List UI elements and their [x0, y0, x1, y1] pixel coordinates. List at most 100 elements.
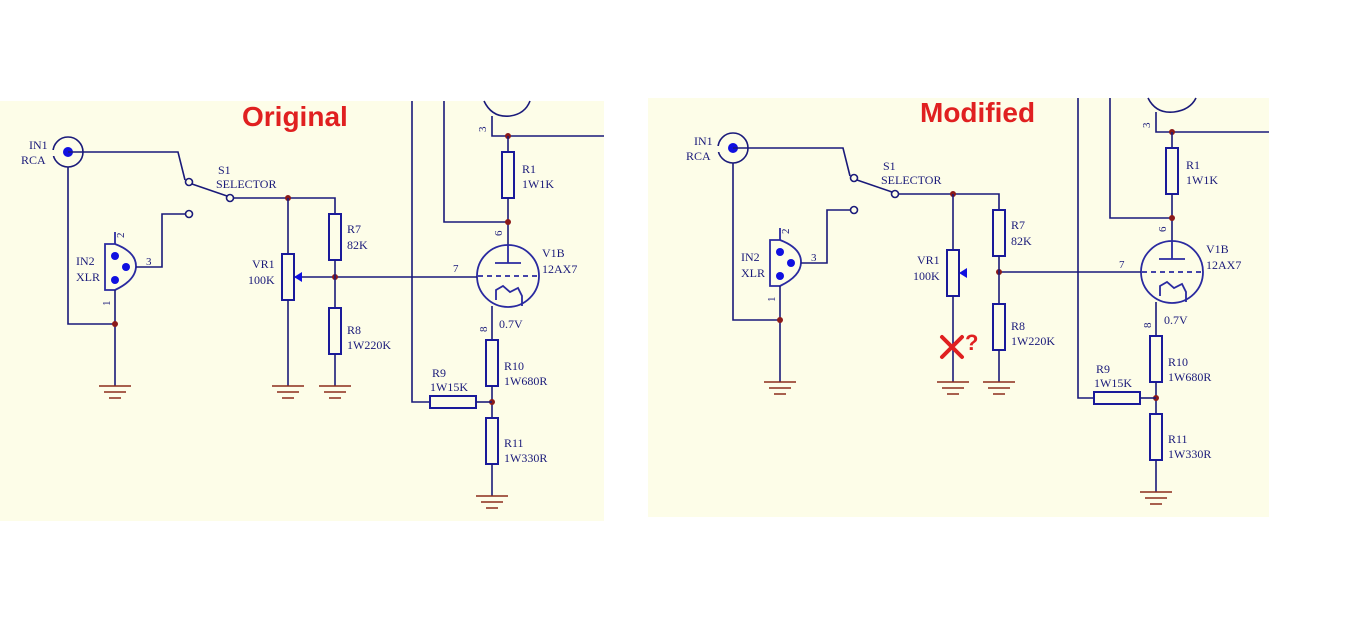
modified-panel: Modified 3 R1 1W1K 6 V1B 12AX7 7 8 0.7V … [686, 97, 1269, 505]
in2-xlr-connector [769, 239, 802, 287]
pin8-label: 8 [478, 326, 490, 332]
in2-pin1-label: 1 [766, 297, 778, 303]
cathode-voltage: 0.7V [1164, 313, 1188, 327]
vr1-value: 100K [913, 269, 940, 283]
in2-ref: IN2 [741, 250, 760, 264]
feedback-wire [411, 101, 430, 403]
ground-symbol [476, 495, 508, 509]
r7-ref: R7 [1011, 218, 1025, 232]
pin6-label: 6 [1157, 226, 1169, 232]
vr1-wiper-arrow [959, 268, 967, 278]
in2-pin2-label: 2 [780, 229, 792, 235]
pin7-label: 7 [1119, 259, 1125, 271]
in1-value: RCA [21, 153, 46, 167]
ground-symbol [764, 381, 796, 395]
in2-pin3-label: 3 [146, 256, 152, 268]
vr1-wiper-arrow [294, 272, 302, 282]
in2-xlr-connector [104, 243, 137, 291]
in2-pin2-label: 2 [115, 233, 127, 239]
tube-anode [495, 246, 521, 264]
vr1-ref: VR1 [917, 253, 940, 267]
s1-selector-switch [856, 179, 893, 193]
r11-value: 1W330R [504, 451, 547, 465]
pin3-label: 3 [1141, 122, 1153, 128]
in2-pin3-label: 3 [811, 252, 817, 264]
r11-ref: R11 [1168, 432, 1188, 446]
original-panel-background [0, 101, 604, 521]
pin8-label: 8 [1142, 322, 1154, 328]
rca-ground-wire [732, 163, 780, 321]
panel-title: Modified [920, 97, 1035, 128]
rca-ground-wire [67, 167, 115, 325]
ground-symbol [272, 385, 304, 399]
pin6-label: 6 [493, 230, 505, 236]
in1-ref: IN1 [694, 134, 713, 148]
s1-ref: S1 [883, 159, 896, 173]
ground-symbol [1140, 491, 1172, 505]
pin3-wire [1155, 112, 1269, 133]
tube-anode [1159, 242, 1185, 260]
ground-symbol [319, 385, 351, 399]
r10-value: 1W680R [504, 374, 547, 388]
in2-value: XLR [76, 270, 100, 284]
r10-value: 1W680R [1168, 370, 1211, 384]
anode-link-wire [1109, 98, 1172, 219]
in1-ref: IN1 [29, 138, 48, 152]
in2-value: XLR [741, 266, 765, 280]
pin3-wire [491, 116, 604, 137]
r8-value: 1W220K [1011, 334, 1055, 348]
tube-cathode [1159, 280, 1187, 302]
s1-selector-switch [191, 183, 228, 197]
s1-value: SELECTOR [216, 177, 276, 191]
ground-symbol [983, 381, 1015, 395]
feedback-wire [1077, 98, 1094, 399]
s1-value: SELECTOR [881, 173, 941, 187]
ground-symbol [937, 381, 969, 395]
v1b-tube [476, 244, 540, 308]
r10-ref: R10 [504, 359, 524, 373]
question-mark: ? [965, 330, 978, 355]
v1b-value: 12AX7 [542, 262, 577, 276]
in1-value: RCA [686, 149, 711, 163]
r9-value: 1W15K [1094, 376, 1132, 390]
r8-ref: R8 [347, 323, 361, 337]
v1b-ref: V1B [542, 246, 565, 260]
pin7-label: 7 [453, 263, 459, 275]
pin3-label: 3 [477, 126, 489, 132]
removed-ground-x-mark [940, 335, 964, 359]
r11-ref: R11 [504, 436, 524, 450]
upper-tube-partial [483, 100, 531, 118]
r11-value: 1W330R [1168, 447, 1211, 461]
r1-ref: R1 [1186, 158, 1200, 172]
panel-title: Original [242, 101, 348, 132]
vr1-ref: VR1 [252, 257, 275, 271]
r7-value: 82K [1011, 234, 1032, 248]
cathode-voltage: 0.7V [499, 317, 523, 331]
r8-value: 1W220K [347, 338, 391, 352]
xlr-signal-wire [801, 209, 851, 264]
r9-ref: R9 [432, 366, 446, 380]
r1-value: 1W1K [522, 177, 554, 191]
r1-value: 1W1K [1186, 173, 1218, 187]
v1b-ref: V1B [1206, 242, 1229, 256]
r7-value: 82K [347, 238, 368, 252]
rca-signal-wire [68, 151, 186, 181]
tube-cathode [495, 284, 523, 306]
r1-ref: R1 [522, 162, 536, 176]
s1-ref: S1 [218, 163, 231, 177]
ground-symbol [99, 385, 131, 399]
r9-value: 1W15K [430, 380, 468, 394]
xlr-signal-wire [136, 213, 186, 268]
vr1-value: 100K [248, 273, 275, 287]
r9-ref: R9 [1096, 362, 1110, 376]
r10-ref: R10 [1168, 355, 1188, 369]
original-panel: Original 3 R1 1W1K 6 V1B 12AX7 7 8 0.7V … [21, 100, 604, 509]
in2-ref: IN2 [76, 254, 95, 268]
in2-pin1-label: 1 [101, 301, 113, 307]
rca-signal-wire [733, 147, 851, 177]
upper-tube-partial [1147, 97, 1197, 114]
anode-link-wire [443, 101, 508, 223]
r7-ref: R7 [347, 222, 361, 236]
r8-ref: R8 [1011, 319, 1025, 333]
